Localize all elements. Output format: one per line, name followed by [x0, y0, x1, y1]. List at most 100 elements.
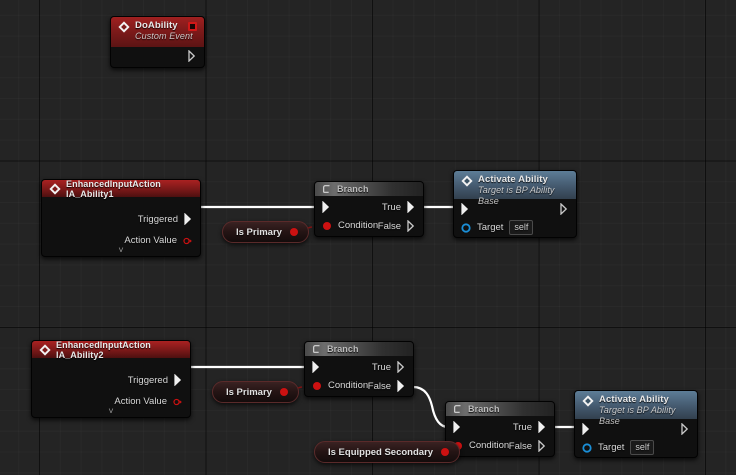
node-header-do-ability[interactable]: DoAbility Custom Event [111, 17, 204, 47]
chevron-down-icon[interactable]: ˅ [108, 406, 114, 416]
pin-exec-in-branch-2[interactable] [312, 361, 321, 373]
bool-pin-icon[interactable] [279, 387, 289, 397]
pin-label-true: True [512, 421, 532, 433]
exec-pin-icon[interactable] [407, 201, 416, 213]
object-pin-icon[interactable] [461, 222, 471, 233]
pin-label-condition: Condition [469, 440, 510, 451]
exec-pin-icon[interactable] [461, 203, 470, 215]
node-branch-1[interactable]: Branch True Condition [314, 181, 424, 237]
node-subtitle: Custom Event [135, 31, 193, 42]
pin-exec-in-activate-2[interactable] [582, 423, 591, 435]
exec-pin-icon[interactable] [322, 201, 331, 213]
varnode-label: Is Primary [226, 386, 272, 398]
exec-pin-icon[interactable] [681, 423, 690, 435]
node-branch-2[interactable]: Branch True Condition [304, 341, 414, 397]
target-value-field[interactable]: self [509, 220, 534, 235]
node-body-do-ability [111, 47, 204, 67]
pin-true-out-branch-3[interactable]: True [513, 421, 547, 433]
exec-pin-icon[interactable] [184, 213, 193, 225]
bool-pin-icon[interactable] [312, 381, 322, 391]
event-diamond-icon [49, 182, 61, 195]
event-delegate-pin[interactable] [188, 22, 197, 31]
node-header-branch-1[interactable]: Branch [315, 182, 423, 196]
pin-label-action-value: Action Value [114, 396, 167, 407]
pin-exec-in-branch-1[interactable] [322, 201, 331, 213]
pin-action-value-out[interactable]: Action Value [114, 396, 183, 407]
node-branch-3[interactable]: Branch True Condition [445, 401, 555, 457]
varnode-is-primary-2[interactable]: Is Primary [212, 381, 299, 403]
exec-pin-icon[interactable] [453, 421, 462, 433]
exec-pin-icon[interactable] [312, 361, 321, 373]
varnode-label: Is Equipped Secondary [328, 446, 434, 458]
node-do-ability[interactable]: DoAbility Custom Event [110, 16, 205, 68]
node-activate-ability-2[interactable]: Activate Ability Target is BP Ability Ba… [574, 390, 698, 458]
pin-target-in-activate-2[interactable]: Target self [582, 440, 655, 455]
exec-pin-icon[interactable] [397, 361, 406, 373]
varnode-is-primary-1[interactable]: Is Primary [222, 221, 309, 243]
object-pin-icon[interactable] [582, 442, 592, 453]
exec-pin-icon[interactable] [397, 380, 406, 392]
node-header-input-ability2[interactable]: EnhancedInputAction IA_Ability2 [32, 341, 190, 360]
pin-false-out-branch-3[interactable]: False [509, 440, 547, 452]
wire-exec-branch2-branch3 [412, 385, 449, 429]
pin-label-false: False [367, 380, 391, 392]
node-body-activate-ability-2: Target self [575, 419, 697, 457]
pin-exec-in-branch-3[interactable] [453, 421, 462, 433]
node-header-branch-3[interactable]: Branch [446, 402, 554, 416]
pin-false-out-branch-1[interactable]: False [378, 220, 416, 232]
node-body-branch-1: True Condition False [315, 196, 423, 236]
exec-pin-icon[interactable] [174, 374, 183, 386]
pin-label-target: Target [477, 222, 504, 233]
node-body-input-ability1: Triggered Action Value ˅ [42, 197, 200, 256]
exec-pin-icon[interactable] [407, 220, 416, 232]
pin-label-action-value: Action Value [124, 235, 177, 246]
pin-false-out-branch-2[interactable]: False [368, 380, 406, 392]
pin-label-triggered: Triggered [137, 213, 178, 225]
node-title: Activate Ability [599, 394, 669, 405]
exec-pin-icon[interactable] [538, 421, 547, 433]
pin-action-value-out[interactable]: Action Value [124, 235, 193, 246]
pin-exec-out-activate-1[interactable] [560, 203, 569, 215]
node-title: Branch [327, 344, 359, 354]
pin-triggered-out[interactable]: Triggered [138, 213, 193, 225]
branch-icon [323, 185, 330, 193]
target-value-field[interactable]: self [630, 440, 655, 455]
bool-pin-icon[interactable] [289, 227, 299, 237]
pin-exec-out-activate-2[interactable] [681, 423, 690, 435]
node-body-branch-3: True Condition False [446, 416, 554, 456]
node-header-activate-ability-1[interactable]: Activate Ability Target is BP Ability Ba… [454, 171, 576, 206]
exec-pin-icon[interactable] [188, 50, 197, 62]
node-header-activate-ability-2[interactable]: Activate Ability Target is BP Ability Ba… [575, 391, 697, 426]
pin-exec-in-activate-1[interactable] [461, 203, 470, 215]
chevron-down-icon[interactable]: ˅ [118, 245, 124, 255]
node-input-ability2[interactable]: EnhancedInputAction IA_Ability2 Triggere… [31, 340, 191, 418]
function-diamond-icon [582, 395, 594, 407]
node-header-input-ability1[interactable]: EnhancedInputAction IA_Ability1 [42, 180, 200, 199]
exec-pin-icon[interactable] [582, 423, 591, 435]
pin-label-false: False [508, 440, 532, 452]
pin-target-in-activate-1[interactable]: Target self [461, 220, 534, 235]
pin-label-target: Target [598, 442, 625, 453]
exec-pin-icon[interactable] [538, 440, 547, 452]
node-input-ability1[interactable]: EnhancedInputAction IA_Ability1 Triggere… [41, 179, 201, 257]
struct-pin-icon[interactable] [183, 236, 193, 246]
exec-pin-icon[interactable] [560, 203, 569, 215]
function-diamond-icon [461, 175, 473, 187]
struct-pin-icon[interactable] [173, 397, 183, 407]
pin-condition-in-branch-3[interactable]: Condition [453, 440, 509, 451]
pin-true-out-branch-1[interactable]: True [382, 201, 416, 213]
branch-icon [313, 345, 320, 353]
pin-triggered-out[interactable]: Triggered [128, 374, 183, 386]
pin-label-false: False [377, 220, 401, 232]
bool-pin-icon[interactable] [440, 447, 450, 457]
pin-condition-in-branch-1[interactable]: Condition [322, 220, 378, 231]
node-activate-ability-1[interactable]: Activate Ability Target is BP Ability Ba… [453, 170, 577, 238]
pin-exec-out-do-ability[interactable] [188, 50, 197, 62]
pin-true-out-branch-2[interactable]: True [372, 361, 406, 373]
pin-condition-in-branch-2[interactable]: Condition [312, 380, 368, 391]
varnode-is-equipped-secondary[interactable]: Is Equipped Secondary [314, 441, 461, 463]
node-header-branch-2[interactable]: Branch [305, 342, 413, 356]
varnode-label: Is Primary [236, 226, 282, 238]
bool-pin-icon[interactable] [322, 221, 332, 231]
